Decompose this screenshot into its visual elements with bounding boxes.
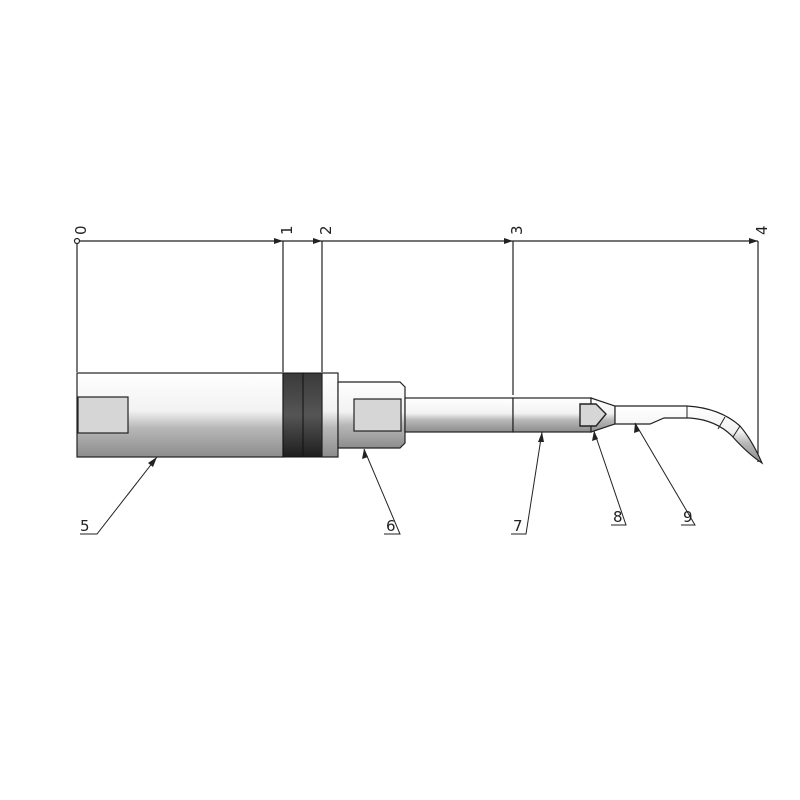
hex-nut xyxy=(337,381,406,449)
shaft xyxy=(404,397,592,433)
callout-9: 9 xyxy=(683,508,693,526)
leader-arrows xyxy=(148,423,640,467)
dimension-arrows xyxy=(274,238,758,244)
handle-body xyxy=(76,372,284,458)
callout-labels: 5 6 7 8 9 xyxy=(80,508,693,535)
callout-7: 7 xyxy=(513,517,523,535)
dimension-label-2: 2 xyxy=(317,225,335,235)
dimension-label-4: 4 xyxy=(753,225,771,235)
callout-5: 5 xyxy=(80,517,90,535)
callout-8: 8 xyxy=(613,508,623,526)
callout-6: 6 xyxy=(386,517,396,535)
dimension-lines xyxy=(73,237,759,462)
dimension-labels: 0 1 2 3 4 xyxy=(72,225,771,235)
dimension-label-0: 0 xyxy=(72,225,90,235)
collar xyxy=(579,397,616,433)
dimension-label-1: 1 xyxy=(278,225,296,235)
o-rings xyxy=(282,372,339,458)
tip xyxy=(614,405,764,465)
dimension-label-3: 3 xyxy=(508,225,526,235)
leader-lines xyxy=(80,422,696,535)
